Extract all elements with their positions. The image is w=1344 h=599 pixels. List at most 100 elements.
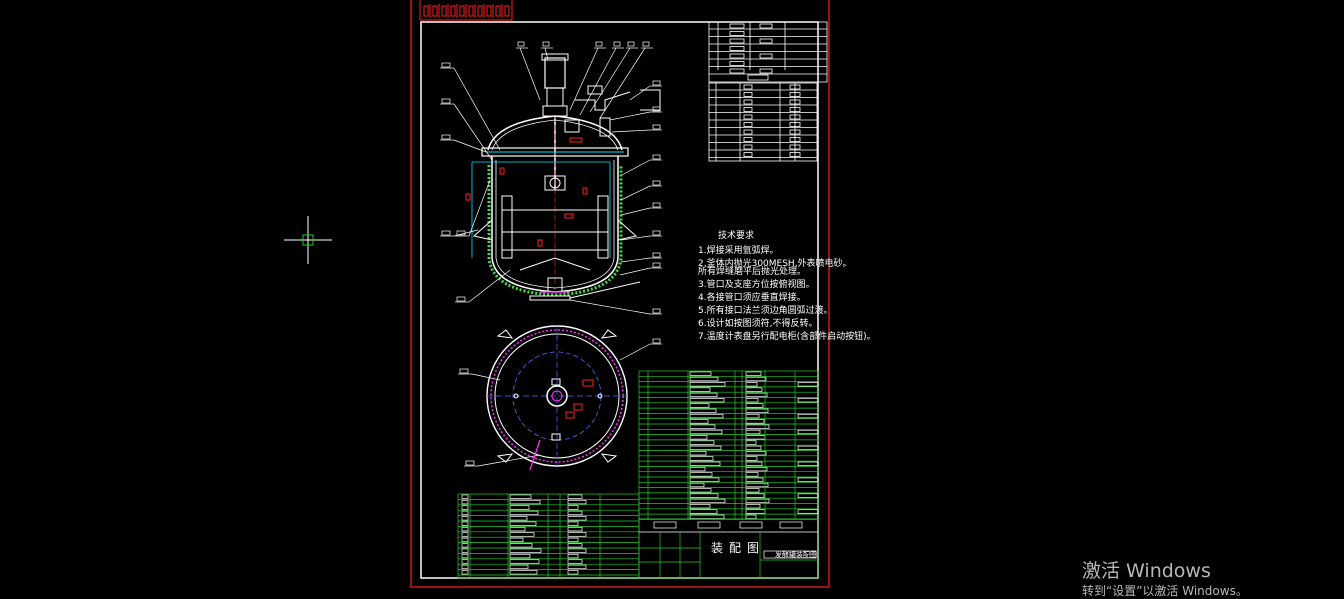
table-cell-text bbox=[743, 84, 753, 90]
callout-tag bbox=[441, 134, 451, 140]
table-cell-text bbox=[797, 429, 819, 435]
table-cell-text bbox=[461, 505, 469, 510]
table-cell-text bbox=[745, 403, 764, 408]
callout-tag bbox=[456, 296, 466, 302]
table-cell-text bbox=[745, 445, 762, 451]
callout-tag bbox=[642, 41, 650, 47]
callout-leader bbox=[477, 454, 541, 467]
table-cell-text bbox=[689, 477, 720, 482]
tech-req-line: 所有焊缝磨平后抛光处理。 bbox=[698, 265, 806, 277]
table-cell-text bbox=[689, 504, 711, 509]
table-cell-text bbox=[509, 521, 537, 526]
callout-tag bbox=[465, 460, 475, 466]
table-cell-text bbox=[567, 516, 587, 521]
table-cell-text bbox=[567, 532, 587, 537]
table-cell-text bbox=[797, 382, 819, 387]
table-cell-text bbox=[567, 499, 587, 505]
table-cell-text bbox=[509, 564, 529, 570]
vessel-plan-view bbox=[486, 325, 628, 471]
table-cell-text bbox=[689, 509, 718, 514]
title-block: 装配图 发酵罐装配图 bbox=[638, 518, 819, 579]
table-cell-text bbox=[509, 553, 531, 559]
table-cell-text bbox=[461, 532, 469, 537]
table-cell-text bbox=[689, 466, 706, 472]
table-cell-text bbox=[745, 382, 758, 387]
table-cell-text bbox=[509, 499, 541, 505]
table-cell-text bbox=[461, 570, 469, 575]
table-cell-text bbox=[745, 387, 763, 392]
table-cell-text bbox=[567, 505, 579, 510]
table-cell-text bbox=[509, 532, 535, 537]
table-cell-text bbox=[745, 477, 764, 482]
table-cell-text bbox=[689, 376, 719, 382]
callout-tag bbox=[652, 202, 661, 208]
callout-tag bbox=[652, 252, 661, 258]
table-cell-text bbox=[461, 537, 469, 543]
table-cell-text bbox=[743, 114, 753, 120]
callout-tag bbox=[652, 124, 661, 130]
callout-tag bbox=[456, 230, 466, 236]
callout-tag bbox=[459, 368, 469, 374]
table-cell-text bbox=[567, 564, 587, 570]
callout-tag bbox=[652, 338, 661, 344]
table-cell-text bbox=[461, 548, 469, 553]
table-cell-text bbox=[567, 510, 583, 516]
table-cell-text bbox=[797, 445, 819, 451]
table-cell-text bbox=[567, 494, 583, 499]
table-cell-text bbox=[745, 509, 766, 514]
callout-leader bbox=[579, 47, 617, 116]
table-cell-text bbox=[745, 472, 759, 477]
tech-req-line: 1.焊接采用氩弧焊。 bbox=[698, 244, 779, 256]
table-cell-text bbox=[729, 23, 745, 29]
table-cell-text bbox=[461, 564, 469, 570]
table-cell-text bbox=[689, 408, 717, 413]
table-cell-text bbox=[797, 413, 819, 419]
table-cell-text bbox=[745, 440, 757, 445]
table-cell-text bbox=[509, 543, 533, 548]
table-cell-text bbox=[689, 445, 722, 451]
table-cell-text bbox=[745, 504, 761, 509]
outer-frame bbox=[410, 0, 830, 588]
table-cell-text bbox=[743, 92, 753, 97]
table-cell-text bbox=[567, 570, 579, 575]
table-cell-text bbox=[729, 46, 745, 51]
table-cell-text bbox=[509, 570, 538, 575]
callout-leader bbox=[519, 47, 541, 101]
table-cell-text bbox=[743, 137, 753, 142]
revision-table bbox=[708, 21, 828, 162]
table-cell-text bbox=[689, 498, 726, 504]
tech-req-line: 2.釜体内抛光300MESH,外表喷电砂。 bbox=[698, 257, 852, 269]
table-cell-text bbox=[689, 387, 711, 392]
callout-leader bbox=[609, 111, 651, 121]
callout-tag bbox=[652, 230, 661, 236]
table-cell-text bbox=[461, 516, 469, 521]
table-cell-text bbox=[743, 122, 753, 127]
nozzle-table bbox=[457, 493, 640, 579]
table-cell-text bbox=[745, 392, 768, 398]
table-cell-text bbox=[689, 392, 718, 398]
callout-tag bbox=[517, 41, 525, 47]
table-cell-text bbox=[509, 548, 542, 553]
callout-tag bbox=[441, 98, 451, 104]
table-cell-text bbox=[745, 371, 762, 376]
table-cell-text bbox=[745, 514, 757, 519]
callout-leader bbox=[629, 85, 651, 101]
windows-activation-hint: 转到“设置”以激活 Windows。 bbox=[1082, 584, 1248, 598]
drawing-title: 装配图 bbox=[711, 541, 765, 555]
callout-tag bbox=[652, 80, 661, 86]
callout-leader bbox=[619, 343, 651, 361]
table-cell-text bbox=[461, 559, 469, 564]
table-cell-text bbox=[689, 456, 714, 461]
callout-tag bbox=[627, 41, 635, 47]
table-cell-text bbox=[745, 456, 758, 461]
table-cell-text bbox=[743, 99, 753, 105]
tech-req-title: 技术要求 bbox=[718, 229, 754, 241]
callout-tag bbox=[613, 41, 621, 47]
callout-leader bbox=[569, 47, 599, 111]
table-cell-text bbox=[797, 509, 819, 514]
table-cell-text bbox=[745, 498, 770, 504]
table-cell-text bbox=[689, 488, 712, 493]
drawing-subtitle: 发酵罐装配图 bbox=[775, 550, 817, 559]
table-cell-text bbox=[745, 429, 761, 435]
